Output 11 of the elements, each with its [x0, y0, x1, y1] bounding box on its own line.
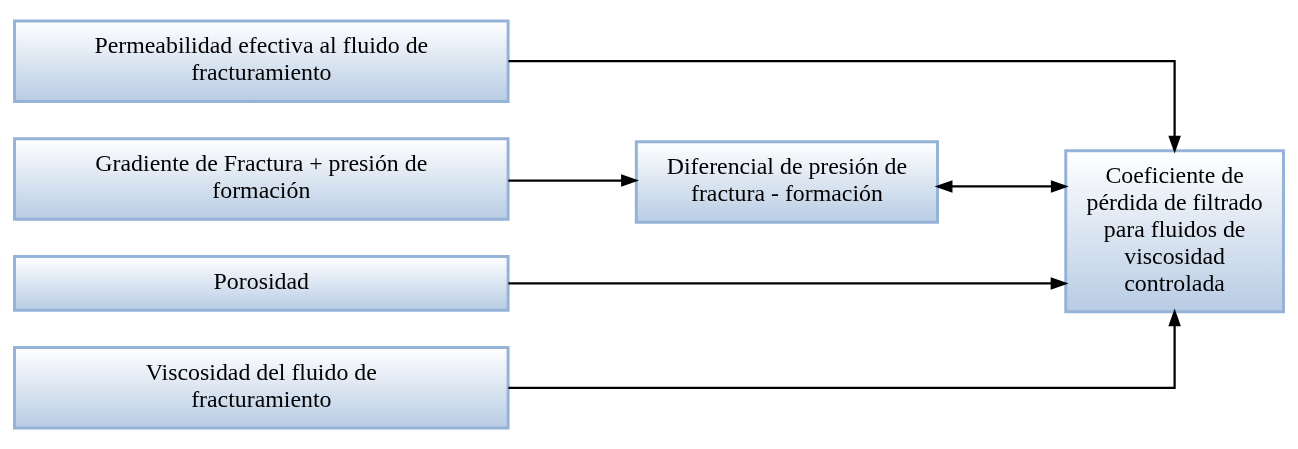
- node-box: Diferencial de presión de fractura - formación: [634, 140, 939, 224]
- arrow: [508, 277, 1069, 290]
- node-box: Gradiente de Fractura + presión de formación: [13, 137, 510, 221]
- arrow: [934, 180, 1069, 193]
- node-box: Viscosidad del fluido de fracturamiento: [13, 346, 510, 430]
- node-box: Porosidad: [13, 255, 510, 312]
- node-box: Coeficiente de pérdida de filtrado para fluidos de viscosidad controlada: [1064, 149, 1285, 314]
- arrow: [508, 174, 639, 187]
- arrow: [508, 308, 1181, 389]
- arrow: [508, 60, 1181, 154]
- node-box: Permeabilidad efectiva al fluido de fracturamiento: [13, 19, 510, 103]
